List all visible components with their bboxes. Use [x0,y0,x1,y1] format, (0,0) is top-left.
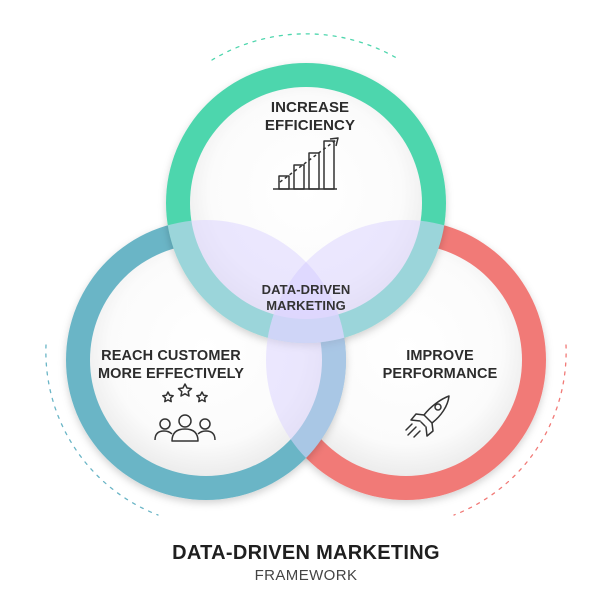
dashed-arc-right [453,344,567,516]
center-label-data-driven-marketing: DATA-DRIVEN MARKETING [236,282,376,314]
label-line: PERFORMANCE [382,366,498,382]
diagram-subtitle: FRAMEWORK [254,567,358,584]
label-line: MARKETING [266,298,346,313]
circle-label-improve-performance: IMPROVE PERFORMANCE [370,347,510,383]
label-line: REACH CUSTOMER [101,348,241,364]
rocket-icon [405,395,450,438]
label-line: INCREASE [270,99,350,116]
circle-label-increase-efficiency: INCREASE EFFICIENCY [222,99,398,135]
label-line: IMPROVE [406,348,474,364]
label-line: EFFICIENCY [264,117,356,134]
customer-group-stars-icon [154,383,216,442]
circle-label-reach-customer: REACH CUSTOMER MORE EFFECTIVELY [86,347,256,383]
dashed-arc-left [45,344,159,516]
growth-chart-icon [273,137,339,190]
label-line: DATA-DRIVEN [261,282,351,297]
dashed-arc-top [211,33,401,61]
label-line: MORE EFFECTIVELY [97,366,245,382]
dashed-guide-arcs [45,33,567,516]
diagram-title: DATA-DRIVEN MARKETING [172,542,440,564]
